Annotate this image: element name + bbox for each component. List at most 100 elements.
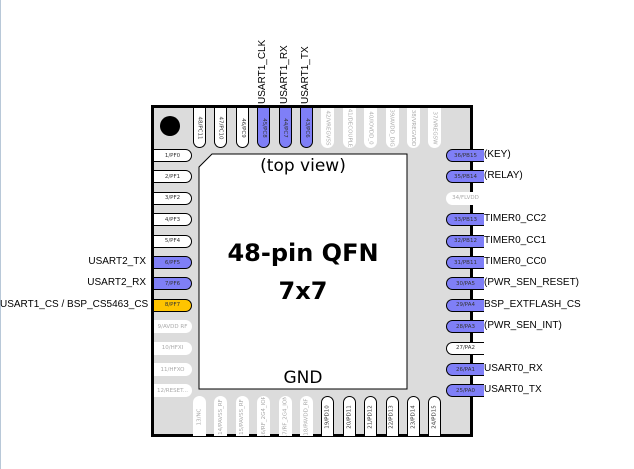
signal-label: TIMER0_CC1 bbox=[484, 234, 547, 246]
pin-5: 5/PF4 bbox=[154, 234, 192, 248]
pin-7: 7/PF6 bbox=[154, 277, 192, 291]
pin-37: 37/VREGSW bbox=[428, 108, 442, 148]
pin-label: 22/PD13 bbox=[389, 404, 396, 429]
pin-47: 47/PC10 bbox=[214, 108, 228, 148]
pin-label: 45/PC8 bbox=[260, 117, 267, 138]
signal-label: (PWR_SEN_RESET) bbox=[484, 277, 580, 289]
pin-label: 27/PA2 bbox=[455, 345, 476, 352]
pin-label: 36/PB15 bbox=[454, 152, 477, 159]
signal-label: (PWR_SEN_INT) bbox=[484, 320, 562, 332]
pin-label: 9/AVDD RF bbox=[157, 323, 188, 330]
pin-3: 3/PF2 bbox=[154, 191, 192, 205]
pin-36: 36/PB15 bbox=[446, 149, 484, 162]
pin-44: 44/PC7 bbox=[278, 108, 292, 148]
pin-label: 16/RF_2G4_IOP bbox=[260, 396, 267, 436]
pin-label: 34/FLVDD bbox=[452, 195, 479, 202]
pin-11: 11/HFXO bbox=[154, 363, 192, 376]
die-outline bbox=[198, 153, 408, 390]
pin-25: 25/PA0 bbox=[446, 384, 484, 398]
pin-label: 32/PB12 bbox=[454, 238, 477, 245]
pin-label: 47/PC10 bbox=[217, 115, 224, 140]
pin-48: 48/PC11 bbox=[193, 108, 206, 148]
signal-label: (KEY) bbox=[484, 149, 511, 160]
pin-label: 7/PF6 bbox=[164, 280, 181, 287]
signal-label: TIMER0_CC0 bbox=[484, 256, 547, 267]
pin-23: 23/PD14 bbox=[407, 396, 420, 436]
pin-label: 41/DECOUPLE bbox=[346, 108, 353, 147]
pin-9: 9/AVDD RF bbox=[154, 320, 192, 334]
signal-label: TIMER0_CC2 bbox=[484, 213, 547, 225]
pin-label: 33/PB13 bbox=[454, 216, 477, 223]
pin-21: 21/PD12 bbox=[364, 396, 378, 436]
pin-6: 6/PF5 bbox=[154, 256, 192, 269]
pin-19: 19/PD10 bbox=[321, 396, 335, 436]
pin-label: 37/VREGSW bbox=[431, 110, 438, 145]
pin-33: 33/PB13 bbox=[446, 213, 484, 227]
pin-17: 17/RF_2G4_ION bbox=[278, 396, 292, 436]
pin-label: 21/PD12 bbox=[367, 404, 374, 429]
signal-label: USART2_TX bbox=[88, 256, 146, 267]
pin-label: 13/NC bbox=[196, 408, 203, 425]
pin-46: 46/PC9 bbox=[235, 108, 249, 148]
pin-12: 12/RESET... bbox=[154, 384, 192, 398]
pin-label: 25/PA0 bbox=[455, 387, 476, 394]
page-edge bbox=[0, 0, 1, 469]
pin-label: 18/PAVDD_RF bbox=[303, 397, 310, 436]
pin-label: 35/PB14 bbox=[454, 173, 477, 180]
pin-label: 2/PF1 bbox=[164, 173, 181, 180]
pin-16: 16/RF_2G4_IOP bbox=[257, 396, 271, 436]
signal-label: USART1_TX bbox=[300, 46, 311, 104]
pin-28: 28/PA3 bbox=[446, 320, 484, 334]
pin-43: 43/PC6 bbox=[300, 108, 313, 148]
pin-label: 31/PB11 bbox=[454, 259, 477, 266]
pin-4: 4/PF3 bbox=[154, 213, 192, 227]
pin-label: 1/PF0 bbox=[164, 152, 181, 159]
pin-label: 14/PAVSS_RF bbox=[217, 398, 224, 435]
pin-label: 29/PA4 bbox=[455, 302, 476, 309]
pin-label: 4/PF3 bbox=[164, 216, 181, 223]
pin-32: 32/PB12 bbox=[446, 234, 484, 248]
pin-40: 40/IOVDD_0 bbox=[364, 108, 378, 148]
pin1-marker bbox=[160, 116, 180, 136]
pin-30: 30/PA5 bbox=[446, 277, 484, 291]
chip-die: (top view) 48-pin QFN 7x7 GND bbox=[198, 153, 408, 390]
signal-label: BSP_EXTFLASH_CS bbox=[484, 298, 581, 310]
pin-35: 35/PB14 bbox=[446, 170, 484, 184]
pin-20: 20/PD11 bbox=[342, 396, 356, 436]
pin-10: 10/HFXI bbox=[154, 341, 192, 355]
pin-label: 6/PF5 bbox=[164, 259, 181, 266]
pin-29: 29/PA4 bbox=[446, 298, 484, 312]
pin-label: 43/PC6 bbox=[303, 117, 310, 138]
pin-39: 39/AVDD_DIG bbox=[385, 108, 399, 148]
pin-label: 10/HFXI bbox=[161, 345, 184, 352]
signal-label: USART1_CS / BSP_CS5463_CS bbox=[0, 298, 149, 310]
pin-label: 17/RF_2G4_ION bbox=[282, 396, 289, 436]
signal-label: (RELAY) bbox=[484, 170, 523, 182]
gnd-label: GND bbox=[283, 368, 323, 388]
pin-label: 48/PC11 bbox=[196, 115, 203, 140]
pin-8: 8/PF7 bbox=[154, 298, 192, 312]
signal-label: USART1_RX bbox=[278, 45, 290, 104]
pin-label: 11/HFXO bbox=[160, 366, 185, 373]
pin-34: 34/FLVDD bbox=[446, 191, 484, 205]
pin-41: 41/DECOUPLE bbox=[342, 108, 356, 148]
pin-label: 12/RESET... bbox=[156, 387, 189, 394]
signal-label: USART0_TX bbox=[484, 384, 542, 396]
chip-title: 48-pin QFN bbox=[227, 239, 379, 267]
pin-31: 31/PB11 bbox=[446, 256, 484, 269]
pin-38: 38/VREGVDD bbox=[407, 108, 420, 148]
pin-label: 28/PA3 bbox=[455, 323, 476, 330]
pin-label: 3/PF2 bbox=[164, 195, 181, 202]
pin-42: 42/VREGVSS bbox=[321, 108, 335, 148]
pin-label: 42/VREGVSS bbox=[324, 110, 331, 145]
pin-18: 18/PAVDD_RF bbox=[300, 396, 313, 436]
pin-45: 45/PC8 bbox=[257, 108, 271, 148]
pin-label: 23/PD14 bbox=[410, 404, 417, 429]
pin-label: 5/PF4 bbox=[164, 238, 181, 245]
pin-13: 13/NC bbox=[193, 396, 206, 436]
pin-label: 39/AVDD_DIG bbox=[389, 108, 396, 147]
pin-label: 44/PC7 bbox=[282, 117, 289, 138]
pin-label: 24/PD15 bbox=[431, 404, 438, 429]
pin-24: 24/PD15 bbox=[428, 396, 442, 436]
pin-label: 26/PA1 bbox=[455, 366, 476, 373]
